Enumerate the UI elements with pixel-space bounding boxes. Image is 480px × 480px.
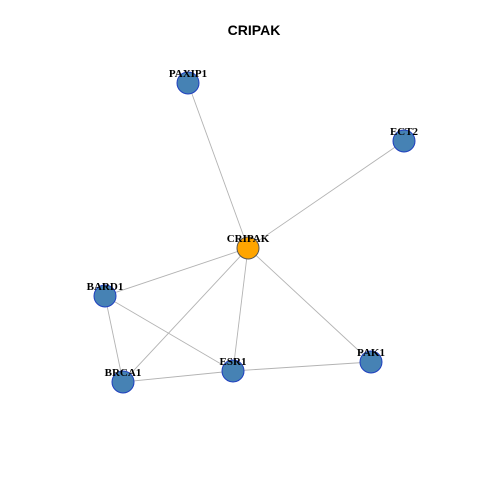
edge-cripak-esr1 xyxy=(232,247,249,372)
node-bard1 xyxy=(93,284,117,308)
node-label-paxip1: PAXIP1 xyxy=(169,68,207,80)
node-esr1 xyxy=(221,359,245,383)
edge-cripak-paxip1 xyxy=(187,82,249,249)
edge-cripak-ect2 xyxy=(247,140,405,249)
edge-bard1-esr1 xyxy=(104,295,234,372)
node-label-ect2: ECT2 xyxy=(390,126,419,138)
node-label-brca1: BRCA1 xyxy=(105,367,142,379)
edges-layer xyxy=(104,82,405,383)
edge-cripak-brca1 xyxy=(122,247,249,383)
node-brca1 xyxy=(111,370,135,394)
edge-esr1-pak1 xyxy=(232,361,372,372)
edge-bard1-brca1 xyxy=(104,295,124,383)
node-paxip1 xyxy=(176,71,200,95)
node-cripak xyxy=(236,236,260,260)
edge-brca1-esr1 xyxy=(122,370,234,383)
node-label-pak1: PAK1 xyxy=(357,347,385,359)
edge-cripak-bard1 xyxy=(104,247,249,297)
node-label-bard1: BARD1 xyxy=(87,281,124,293)
node-label-esr1: ESR1 xyxy=(220,356,247,368)
diagram-title: CRIPAK xyxy=(228,22,281,38)
node-label-cripak: CRIPAK xyxy=(227,233,270,245)
nodes-layer xyxy=(93,71,416,394)
edge-cripak-pak1 xyxy=(247,247,372,363)
node-pak1 xyxy=(359,350,383,374)
node-ect2 xyxy=(392,129,416,153)
